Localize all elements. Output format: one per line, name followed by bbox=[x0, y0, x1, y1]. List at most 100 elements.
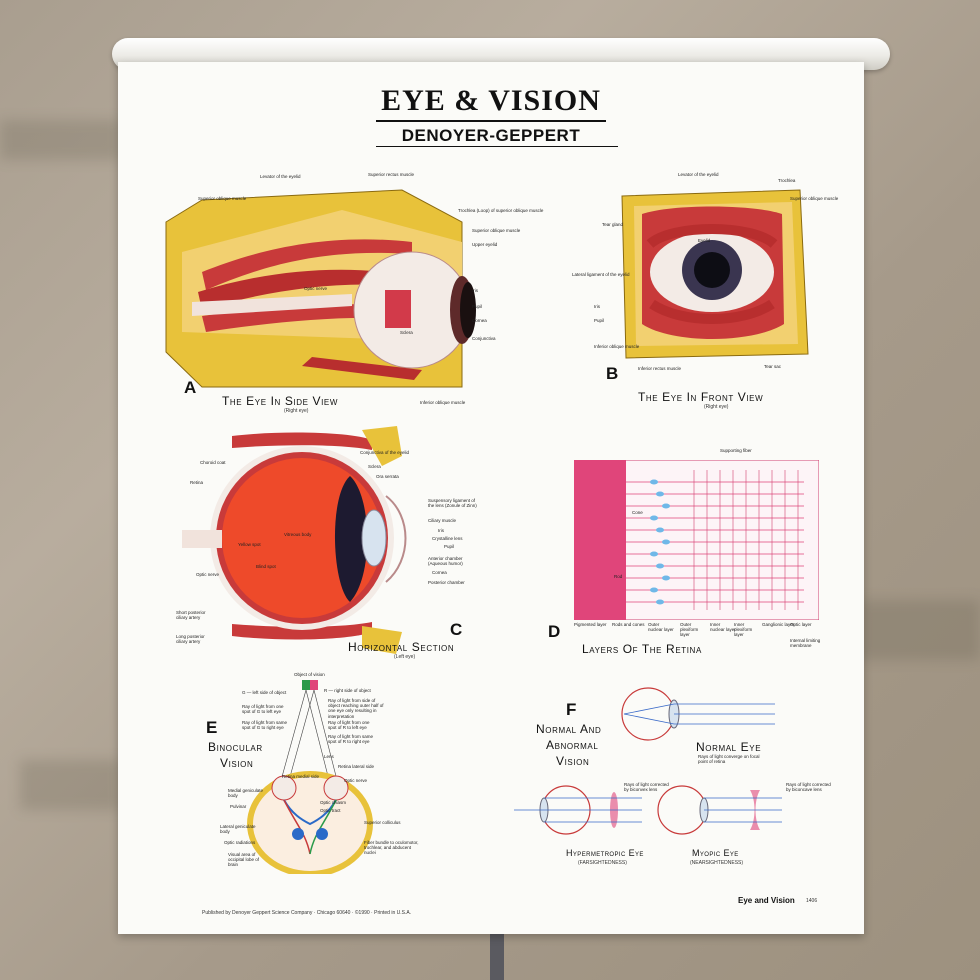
label-a-10: Sclera bbox=[400, 330, 413, 335]
label-e-12: Optic chiasm bbox=[320, 800, 347, 805]
label-e-16: Lateral geniculate body bbox=[220, 824, 256, 835]
label-a-9: Cornea bbox=[472, 318, 487, 323]
front-view-illustration bbox=[621, 189, 809, 359]
label-b-5: Lateral ligament of the eyelid bbox=[572, 272, 630, 277]
myopic-eye-diagram bbox=[657, 785, 782, 835]
label-e-9: Retina lateral side bbox=[338, 764, 375, 769]
label-e-17: Optic radiations bbox=[224, 840, 256, 845]
label-c-12: Posterior chamber bbox=[428, 580, 465, 585]
label-e-11: Optic nerve bbox=[344, 778, 368, 783]
label-e-5: Ray of light from same spot of G to righ… bbox=[242, 720, 288, 731]
retina-nucleus bbox=[662, 575, 670, 581]
label-e-6: Ray of light from one spot of R to left … bbox=[328, 720, 370, 731]
label-b-7: Pupil bbox=[594, 318, 605, 323]
section-letter-d: D bbox=[548, 622, 561, 641]
label-c-7: Iris bbox=[438, 528, 444, 533]
label-e-18: Superior colliculus bbox=[364, 820, 401, 825]
label-b-4: Eyelid bbox=[698, 238, 711, 243]
label-e-7: Ray of light from same spot of R to righ… bbox=[328, 734, 374, 745]
myopic-eye-note: Rays of light corrected by biconcave len… bbox=[786, 782, 831, 793]
label-a-3: Trochlea (Loop) of superior oblique musc… bbox=[458, 208, 544, 213]
fabric-fold bbox=[0, 120, 120, 160]
myopic-eye-sub: (NEARSIGHTEDNESS) bbox=[690, 860, 744, 866]
label-a-1: Superior rectus muscle bbox=[368, 172, 415, 177]
label-d-11: Internal limiting membrane bbox=[790, 638, 821, 649]
label-b-3: Tear gland bbox=[602, 222, 624, 227]
label-d-8: Inner plexiform layer bbox=[734, 622, 753, 638]
label-e-20: Visual area of occipital lobe of brain bbox=[228, 852, 260, 868]
label-c-10: Anterior chamber (Aqueous humor) bbox=[428, 556, 463, 567]
caption-c: Horizontal Section bbox=[348, 640, 455, 654]
publisher-rule bbox=[376, 146, 618, 147]
label-b-2: Superior oblique muscle bbox=[790, 196, 839, 201]
label-b-10: Tear sac bbox=[764, 364, 782, 369]
retina-nucleus bbox=[650, 479, 658, 485]
label-c-6: Ciliary muscle bbox=[428, 518, 457, 523]
footer-code: 1406 bbox=[806, 898, 818, 904]
label-c-18: Optic nerve bbox=[196, 572, 220, 577]
fabric-fold bbox=[20, 760, 120, 810]
label-c-9: Pupil bbox=[444, 544, 455, 549]
label-a-0: Levator of the eyelid bbox=[260, 174, 301, 179]
label-a-12: Inferior oblique muscle bbox=[420, 400, 466, 405]
label-c-2: Sclera bbox=[368, 464, 381, 469]
label-a-5: Upper eyelid bbox=[472, 242, 498, 247]
poster-title: EYE & VISION bbox=[381, 84, 601, 117]
label-d-2: Rod bbox=[614, 574, 623, 579]
label-e-13: Optic tract bbox=[320, 808, 341, 813]
label-b-1: Trochlea bbox=[778, 178, 796, 183]
label-d-7: Inner nuclear layer bbox=[710, 622, 736, 633]
caption-e-line1: Binocular bbox=[208, 740, 263, 754]
label-c-13: Short posterior ciliary artery bbox=[176, 610, 206, 621]
retina-nucleus bbox=[650, 551, 658, 557]
retina-nucleus bbox=[650, 587, 658, 593]
normal-eye-diagram bbox=[621, 687, 775, 741]
label-e-19: Fiber bundle to oculomotor, trochlear, a… bbox=[364, 840, 419, 856]
label-a-11: Conjunctiva bbox=[472, 336, 496, 341]
title-rule bbox=[376, 120, 606, 122]
fabric-fold bbox=[860, 600, 980, 660]
normal-eye-note: Rays of light converge on focal point of… bbox=[698, 754, 760, 765]
caption-f-line2: Abnormal bbox=[546, 738, 599, 752]
label-e-0: Object of vision bbox=[294, 672, 325, 677]
label-d-6: Outer plexiform layer bbox=[680, 622, 699, 638]
hyper-eye-sub: (FARSIGHTEDNESS) bbox=[578, 860, 627, 866]
section-letter-f: F bbox=[566, 700, 577, 719]
label-b-0: Levator of the eyelid bbox=[678, 172, 719, 177]
label-e-15: Pulvinar bbox=[230, 804, 247, 809]
label-c-8: Crystalline lens bbox=[432, 536, 463, 541]
binocular-vision-illustration bbox=[247, 680, 373, 874]
caption-c-sub: (Left eye) bbox=[394, 654, 416, 660]
caption-f-line3: Vision bbox=[556, 754, 590, 768]
label-b-8: Inferior oblique muscle bbox=[594, 344, 640, 349]
label-e-3: Ray of light from one spot of G to left … bbox=[242, 704, 284, 715]
hypermetropic-eye-diagram bbox=[514, 785, 642, 835]
label-e-2: R — right side of object bbox=[324, 688, 371, 693]
retina-nucleus bbox=[656, 599, 664, 605]
label-e-14: Medial geniculate body bbox=[228, 788, 264, 799]
label-c-16: Yellow spot bbox=[238, 542, 261, 547]
label-e-10: Retina medial side bbox=[282, 774, 320, 779]
label-c-5: Suspensory ligament of the lens (Zonule … bbox=[428, 498, 477, 509]
retina-nucleus bbox=[656, 563, 664, 569]
label-b-9: Inferior rectus muscle bbox=[638, 366, 682, 371]
section-letter-a: A bbox=[184, 378, 197, 397]
section-letter-b: B bbox=[606, 364, 619, 383]
hyper-eye-note: Rays of light corrected by biconvex lens bbox=[624, 782, 669, 793]
label-a-7: Optic nerve bbox=[304, 286, 328, 291]
label-a-2: Superior oblique muscle bbox=[198, 196, 247, 201]
label-c-11: Cornea bbox=[432, 570, 447, 575]
section-letter-e: E bbox=[206, 718, 218, 737]
label-c-14: Long posterior ciliary artery bbox=[176, 634, 205, 645]
caption-e-line2: Vision bbox=[220, 756, 254, 770]
retina-nucleus bbox=[656, 527, 664, 533]
footer-title: Eye and Vision bbox=[738, 896, 795, 905]
label-d-9: Ganglionic layer bbox=[762, 622, 795, 627]
label-c-4: Ora serrata bbox=[376, 474, 399, 479]
caption-d: Layers Of The Retina bbox=[582, 642, 702, 656]
caption-b-sub: (Right eye) bbox=[704, 404, 729, 410]
label-c-17: Blind spot bbox=[256, 564, 276, 569]
side-view-illustration bbox=[165, 189, 476, 388]
caption-a-sub: (Right eye) bbox=[284, 408, 309, 414]
retina-nucleus bbox=[662, 539, 670, 545]
